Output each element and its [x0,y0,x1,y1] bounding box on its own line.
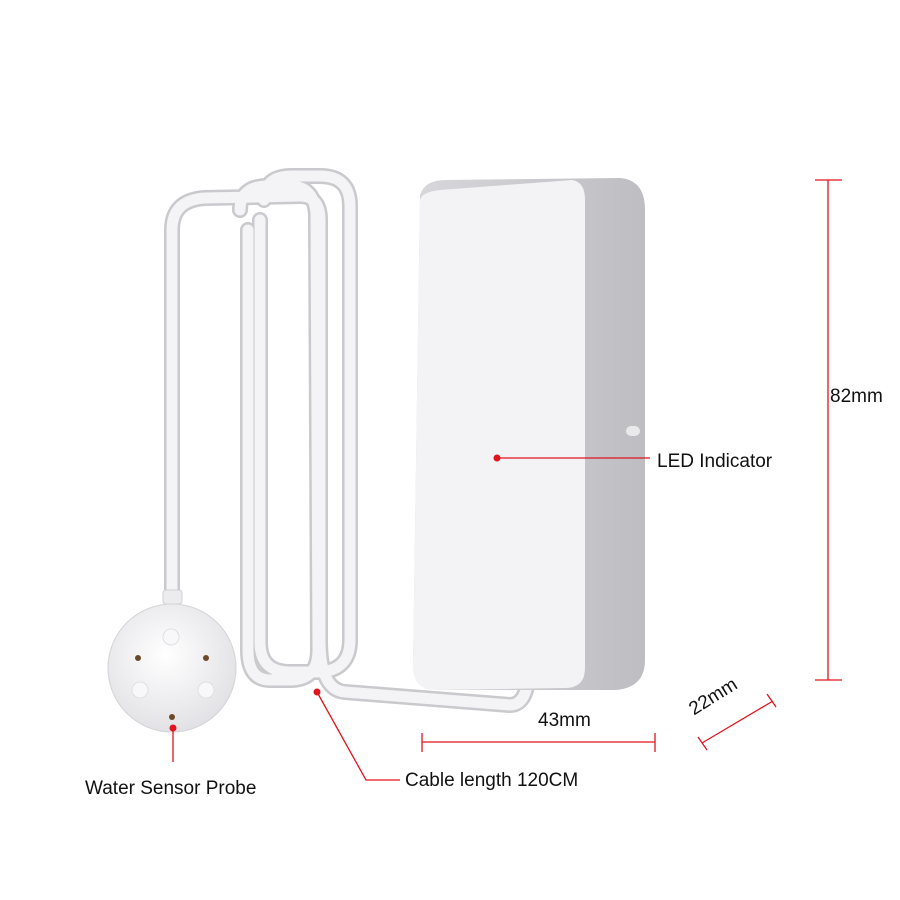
cable-length-label: Cable length 120CM [405,770,579,791]
led-indicator-label: LED Indicator [657,451,773,472]
depth-dimension-line [701,700,774,744]
probe-label: Water Sensor Probe [85,778,257,799]
led-window [626,426,640,436]
water-sensor-probe [107,589,237,733]
annotations [172,179,842,781]
cable-leader-line [316,691,400,781]
height-label: 82mm [830,386,883,407]
cable [164,168,536,713]
sensor-device [413,178,645,690]
width-label: 43mm [538,710,591,731]
annotation-dots [169,454,501,732]
